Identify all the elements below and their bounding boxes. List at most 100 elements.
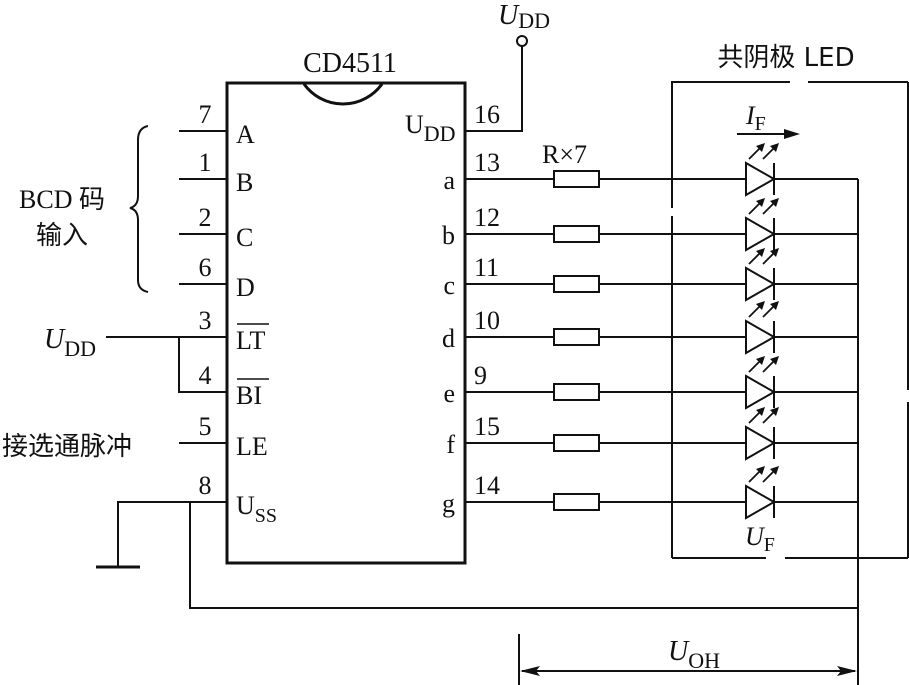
- udd-top-label: UDD: [498, 0, 550, 33]
- resistor-icon: [553, 275, 600, 293]
- led-diode-icon: [745, 216, 777, 252]
- pin-number: 3: [199, 306, 212, 335]
- light-arrow-icon: [756, 466, 765, 475]
- uf-label: UF: [745, 522, 775, 556]
- light-arrow-icon: [756, 248, 765, 257]
- pin-number: 7: [199, 100, 212, 129]
- pin-number: 10: [474, 306, 500, 335]
- led-diode-icon: [745, 484, 777, 520]
- pin-label: c: [443, 271, 455, 300]
- pin-label: BI: [236, 381, 262, 410]
- segment-row-b: [465, 198, 858, 252]
- resistor-icon: [553, 434, 600, 452]
- return-wire: [189, 502, 858, 609]
- led-title: 共阴极 LED: [717, 43, 854, 73]
- pin-number: 12: [474, 203, 500, 232]
- right-pin-10: 10 d: [442, 306, 500, 353]
- right-pin-11: 11 c: [443, 253, 499, 300]
- led-diode-icon: [745, 374, 777, 410]
- chip-body: [225, 81, 467, 565]
- pin-number: 6: [199, 253, 212, 282]
- if-label: IF: [745, 101, 766, 135]
- light-arrow-icon: [756, 407, 765, 416]
- left-pin-7: 7A: [179, 100, 255, 149]
- light-arrow-icon: [770, 143, 779, 152]
- segment-row-f: [465, 407, 858, 461]
- resistor-icon: [553, 493, 600, 511]
- led-diode-icon: [745, 319, 777, 355]
- resistor-label: R×7: [542, 140, 587, 169]
- right-pin-14: 14 g: [442, 471, 500, 518]
- if-arrowhead-icon: [784, 129, 800, 139]
- light-arrow-icon: [756, 356, 765, 365]
- pin-number: 5: [199, 412, 212, 441]
- segment-row-e: [465, 356, 858, 410]
- light-arrow-icon: [770, 356, 779, 365]
- light-arrow-icon: [770, 248, 779, 257]
- strobe-label: 接选通脉冲: [2, 432, 132, 462]
- bcd-label-line1: BCD 码: [19, 185, 105, 214]
- chip-notch: [302, 83, 384, 106]
- right-pin-15: 15 f: [446, 412, 500, 459]
- resistor-icon: [553, 328, 600, 346]
- left-pin-1: 1B: [179, 148, 253, 197]
- pin-label: a: [443, 166, 455, 195]
- light-arrow-icon: [770, 198, 779, 207]
- pin-label: C: [236, 223, 253, 252]
- segment-row-d: [465, 301, 858, 355]
- light-arrow-icon: [756, 143, 765, 152]
- pin-label: D: [236, 273, 255, 302]
- udd-left-label: UDD: [44, 324, 96, 361]
- segment-row-c: [465, 248, 858, 302]
- left-pin-4: 4BI: [199, 361, 269, 410]
- pin-label: LT: [236, 326, 265, 355]
- segment-rows: [465, 143, 858, 520]
- pin-number: 13: [474, 148, 500, 177]
- resistor-icon: [553, 383, 600, 401]
- chip-name: CD4511: [303, 48, 397, 79]
- pin-label: b: [442, 221, 455, 250]
- bcd-label-line2: 输入: [36, 221, 88, 251]
- pin-label: USS: [236, 491, 277, 527]
- right-pin-12: 12 b: [442, 203, 500, 250]
- pin-number: 11: [474, 253, 499, 282]
- bcd-brace: [129, 125, 149, 293]
- uoh-right-arrow-icon: [837, 666, 857, 676]
- light-arrow-icon: [770, 466, 779, 475]
- pin-label: B: [236, 168, 253, 197]
- pin-number: 1: [199, 148, 212, 177]
- led-diode-icon: [745, 425, 777, 461]
- pin-number: 16: [474, 100, 500, 129]
- pin-label: f: [446, 430, 455, 459]
- pin-number: 14: [474, 471, 500, 500]
- uoh-label: UOH: [668, 636, 720, 673]
- pin-label: d: [442, 324, 455, 353]
- pin-number: 2: [199, 203, 212, 232]
- left-pin-2: 2C: [179, 203, 253, 252]
- udd-terminal-icon: [516, 35, 528, 47]
- pin-number: 4: [199, 361, 212, 390]
- pin-number: 15: [474, 412, 500, 441]
- right-pin-9: 9e: [443, 361, 487, 408]
- bi-tie-wire: [178, 337, 227, 393]
- segment-row-a: [465, 143, 858, 197]
- left-pin-6: 6D: [179, 253, 255, 302]
- pin-label: A: [236, 120, 255, 149]
- led-diode-icon: [745, 266, 777, 302]
- pin-label: e: [443, 379, 455, 408]
- udd-top-wire: [465, 46, 523, 132]
- right-pin-13: 13 a: [443, 148, 500, 195]
- light-arrow-icon: [770, 301, 779, 310]
- pin-label: g: [442, 489, 455, 518]
- light-arrow-icon: [756, 198, 765, 207]
- uoh-left-arrow-icon: [520, 666, 540, 676]
- led-package-box: [671, 81, 909, 559]
- resistor-icon: [553, 170, 600, 188]
- resistor-icon: [553, 225, 600, 243]
- pin-number: 9: [474, 361, 487, 390]
- left-pin-5: 5LE: [179, 412, 268, 461]
